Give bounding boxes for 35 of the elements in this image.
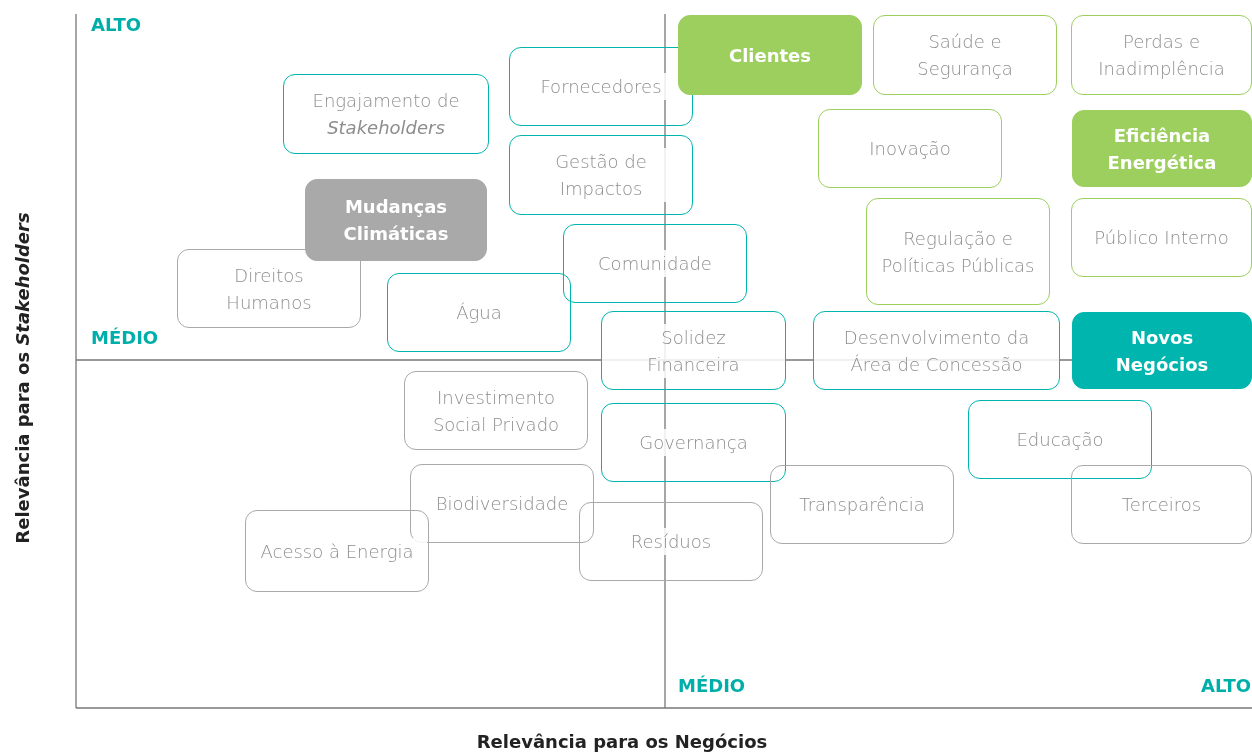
level-label: MÉDIO [678,675,746,696]
topic-box [177,249,361,328]
highlighted-topic-box [305,179,487,261]
topic-box [404,371,588,450]
topic-box [818,109,1002,188]
topic-label: Clientes [727,43,813,68]
axis-title: Relevância para os Stakeholders [11,212,33,544]
topic-box [866,198,1050,305]
highlighted-topic-box [1072,312,1252,389]
topic-box [968,400,1152,479]
topic-box [601,403,786,482]
topic-label: Eficiência Energética [1106,123,1218,175]
topic-box [410,464,594,543]
topic-box [1071,198,1252,277]
topic-box [563,224,747,303]
topic-box [387,273,571,352]
topic-box [283,74,489,154]
topic-box [509,135,693,215]
axis-title: Relevância para os Negócios [476,731,768,752]
topic-box [873,15,1057,95]
topic-box [245,510,429,592]
topic-box [770,465,954,544]
topic-box [813,311,1060,390]
topic-box [1071,15,1252,95]
level-label: ALTO [1201,675,1251,696]
topic-box [1071,465,1252,544]
topic-label: Solidez Financeira [602,323,785,378]
topic-label: Novos Negócios [1114,325,1210,377]
topic-box [601,311,786,390]
level-label: MÉDIO [91,327,159,348]
topic-box [579,502,763,581]
highlighted-topic-box [1072,110,1252,187]
topic-label: Mudanças Climáticas [342,195,450,246]
highlighted-topic-box [678,15,862,95]
level-label: ALTO [91,14,141,35]
